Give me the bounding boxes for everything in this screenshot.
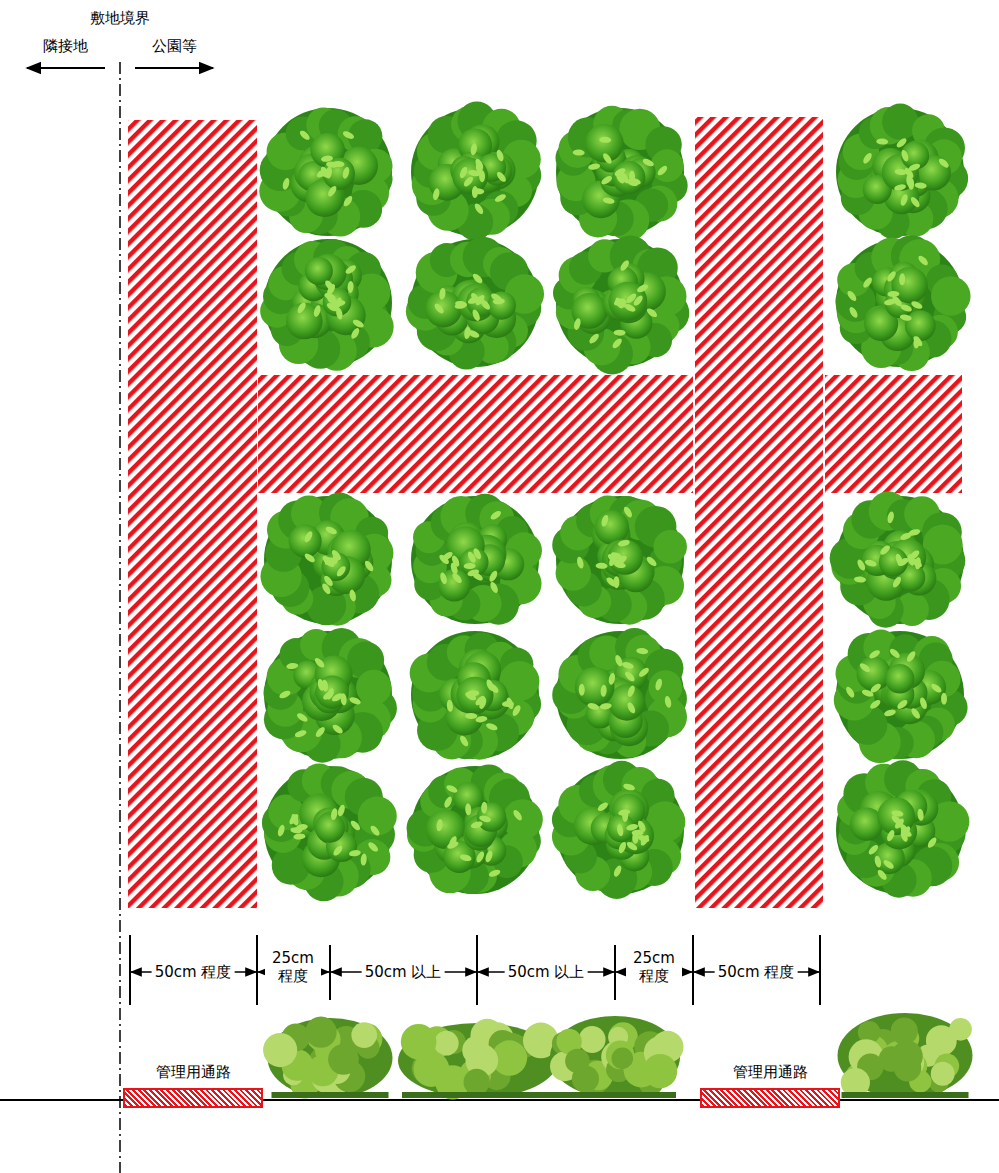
shrub — [834, 630, 968, 763]
shrub — [835, 235, 970, 371]
shrub — [552, 496, 687, 625]
dimension-label: 25cm 程度 — [265, 948, 321, 986]
shrub-side-view — [263, 1013, 972, 1100]
shrub — [410, 631, 541, 760]
shrub — [411, 494, 542, 625]
path-label: 管理用通路 — [123, 1063, 263, 1088]
shrub — [411, 102, 541, 241]
path-label: 管理用通路 — [700, 1063, 840, 1088]
direction-arrow — [135, 67, 213, 69]
shrub — [838, 1013, 973, 1098]
dimension-label: 50cm 程度 — [152, 962, 235, 982]
shrub-top-view — [259, 102, 970, 902]
shrub — [259, 107, 392, 236]
shrub — [550, 1016, 684, 1098]
shrub — [836, 760, 969, 897]
shrub — [407, 764, 543, 894]
dimension-label: 50cm 以上 — [505, 962, 588, 982]
shrub — [553, 235, 689, 374]
dimension-tick — [130, 935, 820, 1005]
area-label: 敷地境界 — [90, 9, 150, 27]
shrub — [260, 239, 394, 371]
shrub — [830, 492, 966, 628]
dimension-label: 50cm 程度 — [715, 962, 798, 982]
hatched-path-box — [700, 1088, 840, 1108]
dimension-label: 25cm 程度 — [626, 948, 682, 986]
management-strip — [128, 117, 962, 908]
shrub — [398, 1019, 559, 1100]
shrub — [263, 1016, 392, 1098]
dimension-label: 50cm 以上 — [362, 962, 445, 982]
hatched-path-box — [123, 1088, 263, 1108]
shrub — [552, 628, 687, 759]
shrub — [836, 104, 968, 239]
shrub — [406, 237, 544, 370]
shrub — [262, 763, 397, 901]
shrub — [555, 106, 687, 241]
site-boundary — [119, 62, 121, 1173]
management-path: 管理用通路 — [123, 1063, 263, 1108]
management-path: 管理用通路 — [700, 1063, 840, 1108]
shrub — [263, 628, 396, 763]
direction-arrow — [27, 67, 105, 69]
area-label: 公園等 — [152, 37, 197, 55]
shrub — [552, 761, 685, 899]
shrub — [260, 493, 393, 626]
area-label: 隣接地 — [43, 37, 88, 55]
